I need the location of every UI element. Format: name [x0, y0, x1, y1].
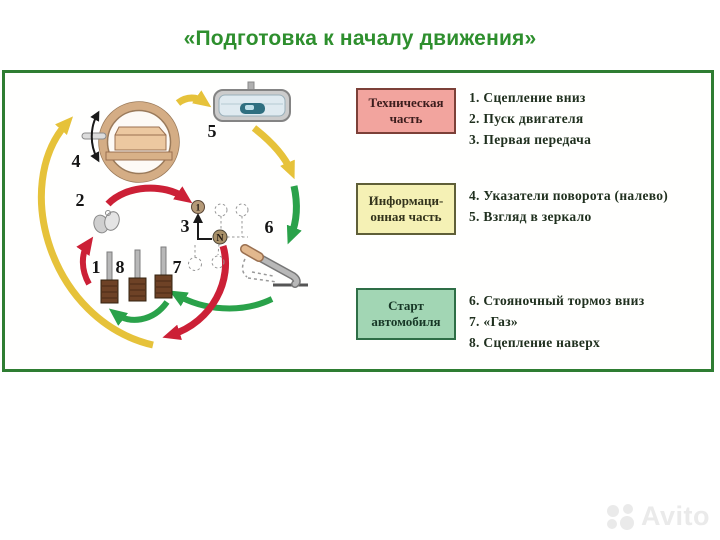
step-item: 2. Пуск двигателя: [469, 111, 584, 126]
label-gas-pedal: 7: [173, 257, 182, 277]
group-box-start-line1: Старт: [388, 297, 424, 313]
pedals-icon: [100, 246, 173, 304]
steps-start: 6. Стояночный тормоз вниз 7. «Газ» 8. Сц…: [469, 290, 644, 353]
gear-shift-arrow-icon: [193, 213, 212, 240]
avito-watermark: Avito: [604, 501, 710, 532]
steering-wheel-icon: [81, 101, 180, 183]
gas-pedal-icon: [154, 246, 173, 299]
keys-icon: [93, 210, 120, 234]
group-box-technical-line1: Техническая: [368, 94, 444, 110]
label-mirror: 5: [208, 121, 217, 141]
green-arrow-under-pedals: [108, 300, 170, 326]
mirror-icon: [213, 81, 291, 122]
steps-technical: 1. Сцепление вниз 2. Пуск двигателя 3. П…: [469, 87, 591, 150]
red-arrow-keys-to-gear: [105, 184, 193, 207]
turn-signal-stalk-icon: [81, 132, 107, 140]
avito-watermark-text: Avito: [641, 501, 710, 531]
label-gear-lever: 3: [181, 216, 190, 236]
gear-neutral-position: [212, 229, 228, 245]
steps-information: 4. Указатели поворота (налево) 5. Взгляд…: [469, 185, 668, 227]
diagram-panel: 4 5 2: [2, 70, 714, 372]
group-box-start-line2: автомобиля: [371, 314, 441, 329]
stalk-motion-arrow-icon: [90, 110, 100, 163]
gear-first-position: [191, 200, 205, 214]
group-box-technical: Техническая часть: [356, 88, 456, 134]
step-item: 7. «Газ»: [469, 314, 518, 329]
group-box-technical-line2: часть: [389, 111, 423, 126]
green-arrow-handbrake-to-pedals: [169, 290, 274, 312]
page-title: «Подготовка к началу движения»: [183, 27, 537, 50]
gear-neutral-label: N: [216, 233, 224, 244]
gear-first-label: 1: [196, 203, 201, 213]
step-item: 1. Сцепление вниз: [469, 90, 586, 105]
label-ignition-keys: 2: [76, 190, 85, 210]
group-box-information-line2: онная часть: [370, 209, 442, 224]
red-arrow-gear-down: [162, 244, 230, 340]
step-item: 6. Стояночный тормоз вниз: [469, 293, 645, 308]
red-arrow-pedal-to-keys: [76, 236, 94, 286]
brake-pedal-icon: [128, 249, 147, 302]
gear-pattern-icon: 1 N: [188, 200, 249, 271]
label-turn-signal: 4: [72, 151, 81, 171]
label-clutch-up: 8: [116, 257, 125, 277]
cycle-diagram: 4 5 2: [37, 81, 308, 349]
label-clutch-down: 1: [92, 257, 101, 277]
green-arrow-to-handbrake: [286, 185, 302, 245]
group-box-information: Информаци- онная часть: [356, 183, 456, 235]
step-item: 5. Взгляд в зеркало: [469, 209, 592, 224]
step-item: 3. Первая передача: [469, 132, 592, 147]
step-item: 8. Сцепление наверх: [469, 335, 601, 350]
group-box-information-line1: Информаци-: [368, 192, 444, 208]
yellow-arrow-mirror-down: [251, 125, 295, 180]
avito-logo-icon: [607, 503, 634, 530]
clutch-pedal-icon: [100, 251, 119, 304]
yellow-arrow-wheel-to-mirror: [175, 90, 212, 108]
label-handbrake: 6: [265, 217, 274, 237]
group-box-start: Старт автомобиля: [356, 288, 456, 340]
yellow-arc-left: [37, 116, 154, 349]
step-item: 4. Указатели поворота (налево): [469, 188, 669, 203]
handbrake-icon: [240, 244, 308, 288]
